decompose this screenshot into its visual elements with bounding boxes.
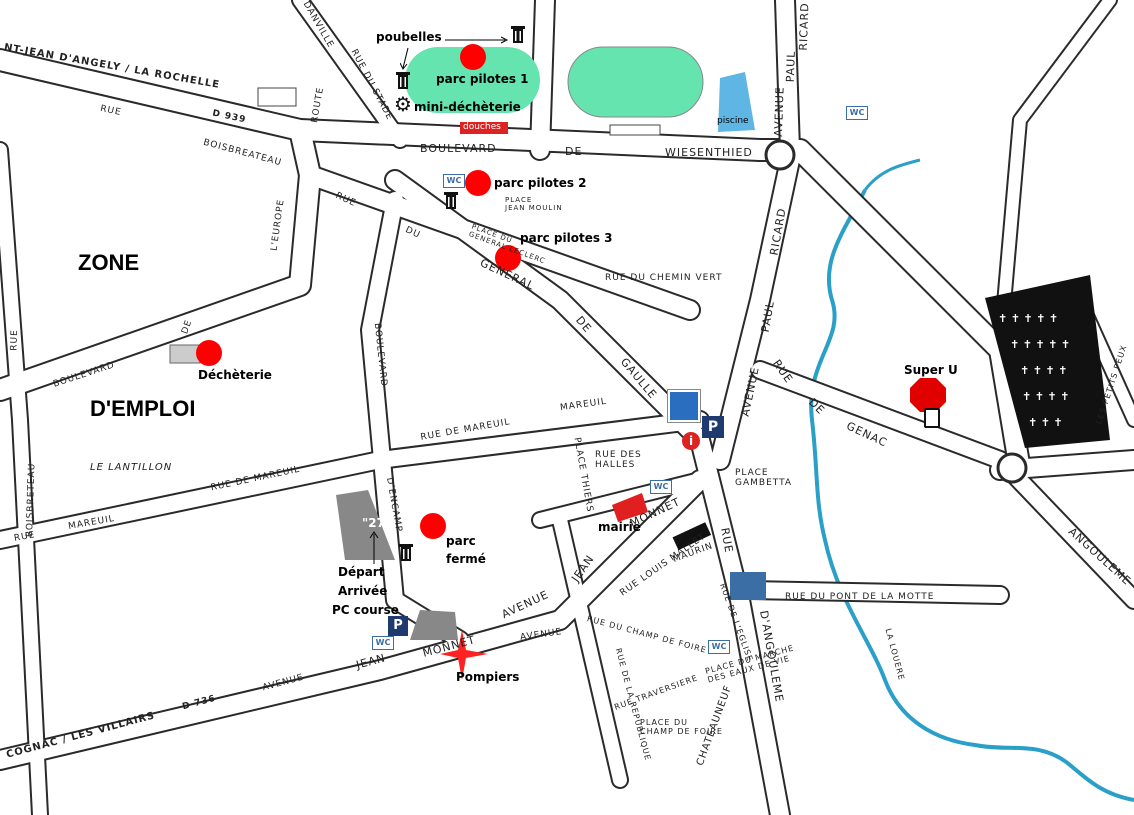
pc-course-label: PC course: [332, 603, 399, 617]
road-rue-des-halles: RUE DES HALLES: [595, 450, 642, 470]
marker-parc-pilotes-1: [460, 44, 486, 70]
arrivee-label: Arrivée: [338, 584, 388, 598]
wc-icon: WC: [650, 480, 672, 494]
info-icon: i: [682, 432, 700, 450]
wc-icon: WC: [372, 636, 394, 650]
road-rue-left: RUE: [9, 329, 21, 351]
supermarket-icon: [910, 378, 946, 412]
super-u-label: Super U: [904, 363, 958, 377]
parking-icon: P: [388, 616, 408, 636]
depart-arrow: [369, 531, 379, 564]
trash-bin-icon: [396, 72, 410, 89]
stadium: [567, 46, 704, 118]
gear-icon: ⚙: [394, 92, 412, 116]
depart-label: Départ: [338, 565, 385, 579]
pompiers-label: Pompiers: [456, 670, 520, 684]
marker-parc-ferme: [420, 513, 446, 539]
douches-label: douches: [463, 122, 501, 132]
paddock-area: [405, 47, 540, 113]
parc-pilotes-2-label: parc pilotes 2: [494, 176, 587, 190]
svg-text:✝ ✝ ✝ ✝ ✝: ✝ ✝ ✝ ✝ ✝: [998, 312, 1058, 325]
road-wiesenthied-1: BOULEVARD: [420, 142, 497, 155]
road-place-gambetta: PLACE GAMBETTA: [735, 468, 793, 488]
parc-ferme-label-1: parc: [446, 534, 476, 548]
decheterie-label: Déchèterie: [198, 368, 272, 382]
cemetery: [985, 275, 1110, 448]
wc-icon: WC: [846, 106, 868, 120]
mairie-label: mairie: [598, 520, 641, 534]
parc-pilotes-1-label: parc pilotes 1: [436, 72, 529, 86]
fire-station-icon: [440, 630, 488, 680]
piscine-label: piscine: [717, 116, 749, 126]
road-pont-de-la-motte: RUE DU PONT DE LA MOTTE: [785, 592, 935, 602]
zone-label-2: D'EMPLOI: [90, 396, 196, 421]
road-place-champ-de-foire: PLACE DU CHAMP DE FOIRE: [640, 718, 723, 736]
road-place-jean-moulin: PLACE JEAN MOULIN: [505, 196, 563, 212]
road-rue-chemin-vert: RUE DU CHEMIN VERT: [605, 273, 723, 283]
trash-bin-icon: [511, 26, 525, 43]
pool: [718, 72, 755, 132]
svg-text:✝ ✝ ✝ ✝: ✝ ✝ ✝ ✝: [1020, 364, 1067, 377]
road-wiesenthied-3: WIESENTHIED: [665, 146, 753, 159]
label-27: "27": [362, 516, 392, 530]
mairie-building: [612, 493, 648, 522]
roundabout-east: [996, 452, 1028, 484]
poubelles-arrows: [400, 36, 509, 70]
road-wiesenthied-2: DE: [565, 145, 583, 158]
zone-label-1: ZONE: [78, 250, 140, 275]
area-lantillon: LE LANTILLON: [90, 462, 173, 473]
parc-ferme-label-2: fermé: [446, 552, 486, 566]
svg-text:✝ ✝ ✝: ✝ ✝ ✝: [1028, 416, 1063, 429]
road-avenue-ricard-2: PAUL: [783, 50, 798, 83]
church-icon: [730, 572, 766, 600]
road-avenue-ricard-1: AVENUE: [771, 86, 787, 137]
wc-icon: WC: [708, 640, 730, 654]
fuel-icon: [924, 408, 940, 428]
tourist-office-icon: [667, 389, 701, 423]
wc-icon: WC: [443, 174, 465, 188]
parking-icon: P: [702, 416, 724, 438]
parc-pilotes-3-label: parc pilotes 3: [520, 231, 613, 245]
poubelles-label: poubelles: [376, 30, 442, 44]
trash-bin-icon: [399, 544, 413, 561]
svg-text:✝ ✝ ✝ ✝ ✝: ✝ ✝ ✝ ✝ ✝: [1010, 338, 1070, 351]
roundabout-north: [764, 139, 796, 171]
trash-bin-icon: [444, 192, 458, 209]
road-avenue-ricard-3: RICARD: [796, 2, 812, 51]
mini-decheterie-label: mini-déchèterie: [414, 100, 521, 114]
marker-parc-pilotes-3: [495, 245, 521, 271]
svg-text:✝ ✝ ✝ ✝: ✝ ✝ ✝ ✝: [1022, 390, 1069, 403]
marker-parc-pilotes-2: [465, 170, 491, 196]
marker-decheterie: [196, 340, 222, 366]
douches-box: [460, 122, 508, 134]
